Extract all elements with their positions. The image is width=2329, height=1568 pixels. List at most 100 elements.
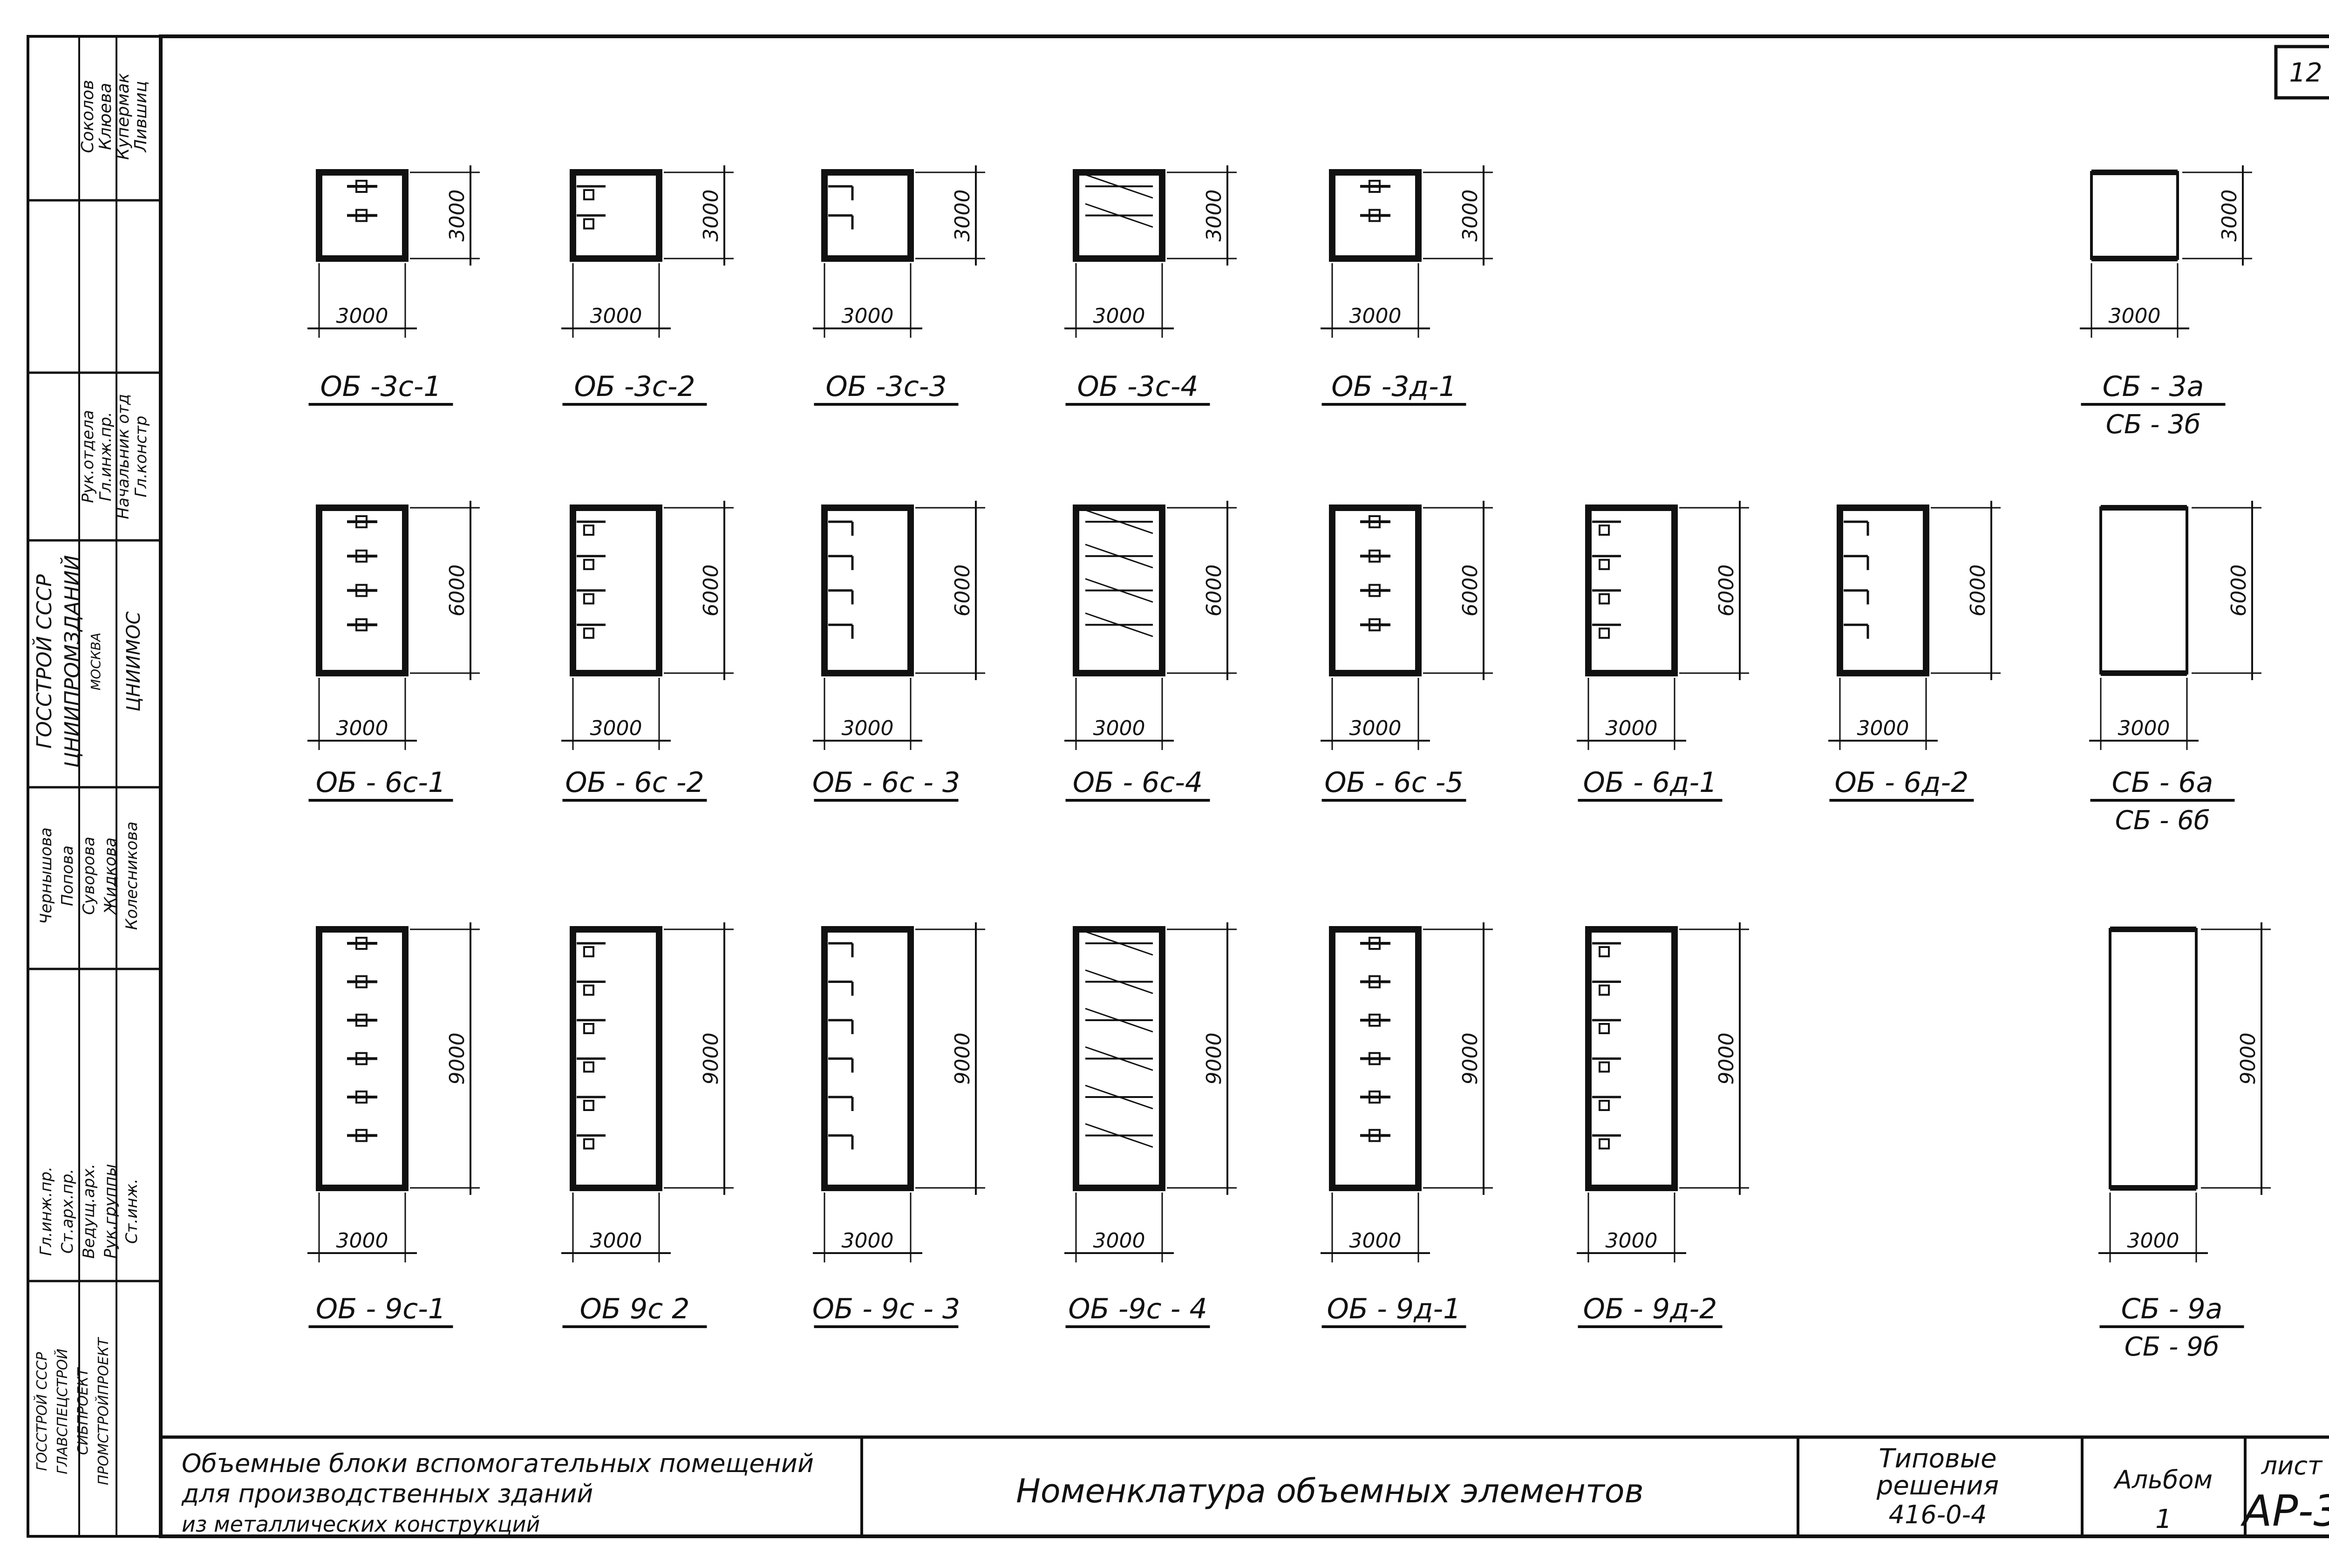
height-dimension: 3000 — [951, 190, 974, 242]
stamp-role-bottom: Ст.инж. — [123, 1179, 141, 1244]
height-dimension: 9000 — [445, 1033, 469, 1085]
block-label: ОБ - 6с -2 — [565, 766, 704, 799]
block-label: ОБ 9с 2 — [580, 1293, 690, 1325]
sheet-number-box — [2274, 45, 2329, 100]
drawing-title: Номенклатура объемных элементов — [1016, 1472, 1644, 1510]
height-dimension: 6000 — [1966, 565, 1990, 617]
stamp-role-bottom: Ст.арх.пр. — [58, 1169, 77, 1254]
block-outline — [570, 169, 662, 262]
block-outline — [821, 926, 914, 1191]
height-dimension: 9000 — [699, 1033, 723, 1085]
block-outline — [570, 504, 662, 676]
width-dimension: 3000 — [1093, 1229, 1145, 1253]
block-outline — [1073, 504, 1165, 676]
block-outline — [1837, 504, 1929, 676]
block-label: ОБ - 9с - 3 — [812, 1293, 960, 1325]
project-title-line3: из металлических конструкций — [182, 1512, 540, 1537]
width-dimension: 3000 — [336, 304, 388, 328]
stamp-org-city: МОСКВА — [88, 633, 103, 690]
block-outline — [570, 926, 662, 1191]
width-dimension: 3000 — [2118, 716, 2170, 740]
height-dimension: 9000 — [951, 1033, 974, 1085]
width-dimension: 3000 — [336, 1229, 388, 1253]
height-dimension: 6000 — [2227, 565, 2251, 617]
stamp-org-bottom: ГОССТРОЙ СССР — [34, 1352, 50, 1471]
stamp-name: Лившиц — [131, 81, 150, 153]
height-dimension: 6000 — [699, 565, 723, 617]
series-label: решения — [1876, 1471, 1999, 1501]
block-outline — [2099, 506, 2188, 675]
block-label-sub: СБ - 3б — [2106, 409, 2201, 440]
stamp-role-bottom: Рук.группы — [101, 1164, 120, 1259]
stamp-org-bottom: ПРОМСТРОЙПРОЕКТ — [95, 1336, 112, 1485]
block-label: ОБ -3с-3 — [825, 370, 947, 403]
series-label: Типовые — [1879, 1444, 1996, 1474]
stamp-name-bottom: Суворова — [80, 837, 98, 915]
block-label: ОБ -9с - 4 — [1068, 1293, 1207, 1325]
sheet-label: лист — [2261, 1451, 2323, 1480]
height-dimension: 9000 — [2236, 1033, 2260, 1085]
width-dimension: 3000 — [842, 1229, 894, 1253]
width-dimension: 3000 — [336, 716, 388, 740]
height-dimension: 9000 — [1715, 1033, 1738, 1085]
stamp-org-bottom: СИБПРОЕКТ — [75, 1367, 91, 1455]
stamp-name-bottom: Попова — [58, 845, 77, 906]
block-label-sub: СБ - 6б — [2115, 805, 2210, 836]
stamp-org-upper: ГОССТРОЙ СССР — [32, 574, 56, 749]
project-title-line1: Объемные блоки вспомогательных помещений — [182, 1449, 814, 1478]
height-dimension: 9000 — [1202, 1033, 1226, 1085]
block-label: ОБ - 6д-2 — [1835, 766, 1969, 799]
stamp-org-bottom: ГЛАВСПЕЦСТРОЙ — [54, 1349, 71, 1474]
block-row3-3: 3000 9000 ОБ -9с - 4 — [1064, 922, 1237, 1328]
block-outline — [2109, 928, 2198, 1189]
block-label: ОБ - 6с-4 — [1073, 766, 1203, 799]
height-dimension: 6000 — [1458, 565, 1482, 617]
stamp-name: Купермак — [114, 73, 133, 160]
block-label: ОБ -3с-2 — [574, 370, 695, 403]
block-label: ОБ -3с-4 — [1077, 370, 1198, 403]
block-label: СБ - 9а — [2121, 1293, 2223, 1325]
width-dimension: 3000 — [1857, 716, 1909, 740]
block-outline — [1073, 169, 1165, 262]
width-dimension: 3000 — [590, 1229, 642, 1253]
block-label: ОБ - 6с - 3 — [812, 766, 960, 799]
stamp-org-lower: ЦНИИМОС — [123, 611, 144, 711]
stamp-role: Рук.отдела — [79, 410, 97, 503]
stamp-name-bottom: Колесникова — [123, 822, 141, 930]
block-row2-2: 3000 6000 ОБ - 6с - 3 — [812, 501, 985, 802]
block-label: СБ - 3а — [2103, 370, 2204, 403]
height-dimension: 3000 — [1458, 190, 1482, 242]
height-dimension: 3000 — [2218, 190, 2241, 242]
stamp-role-bottom: Гл.инж.пр. — [37, 1166, 55, 1256]
block-outline — [1585, 504, 1678, 676]
height-dimension: 6000 — [951, 565, 974, 617]
album-number: 1 — [2155, 1504, 2172, 1534]
width-dimension: 3000 — [1606, 716, 1658, 740]
stamp-org-main: ЦНИИПРОМЗДАНИЙ — [60, 555, 84, 768]
stamp-name: Клюева — [96, 83, 115, 150]
height-dimension: 6000 — [1715, 565, 1738, 617]
block-label: СБ - 6а — [2112, 766, 2213, 799]
block-outline — [1329, 926, 1422, 1191]
title-block: Объемные блоки вспомогательных помещений… — [161, 1435, 2329, 1537]
height-dimension: 3000 — [1202, 190, 1226, 242]
block-row3-1: 3000 9000 ОБ 9с 2 — [561, 922, 734, 1328]
width-dimension: 3000 — [842, 716, 894, 740]
height-dimension: 6000 — [445, 565, 469, 617]
height-dimension: 6000 — [1202, 565, 1226, 617]
block-outline — [316, 169, 409, 262]
block-label: ОБ - 9д-2 — [1583, 1293, 1717, 1325]
height-dimension: 3000 — [699, 190, 723, 242]
